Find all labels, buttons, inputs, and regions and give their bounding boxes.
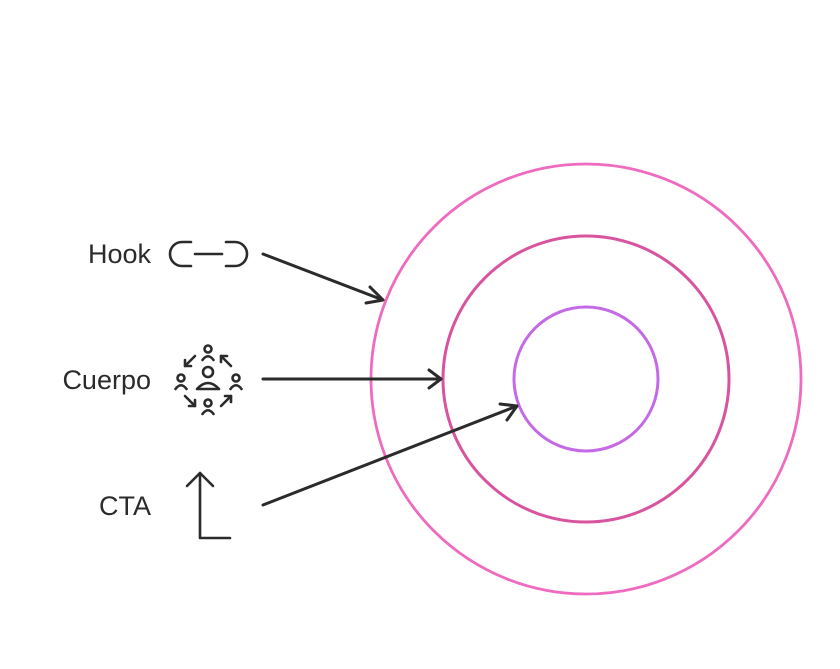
cta-arrow xyxy=(261,402,519,507)
link-icon xyxy=(168,240,249,268)
arrow-up-corner-icon xyxy=(185,471,232,540)
hook-arrow xyxy=(261,252,385,305)
community-cycle-icon xyxy=(174,344,243,416)
cuerpo-arrow xyxy=(261,368,443,390)
middle-ring xyxy=(441,234,731,524)
cuerpo-label: Cuerpo xyxy=(62,365,151,395)
inner-ring xyxy=(512,305,660,453)
cta-label: CTA xyxy=(99,491,151,521)
hook-label: Hook xyxy=(88,239,152,269)
